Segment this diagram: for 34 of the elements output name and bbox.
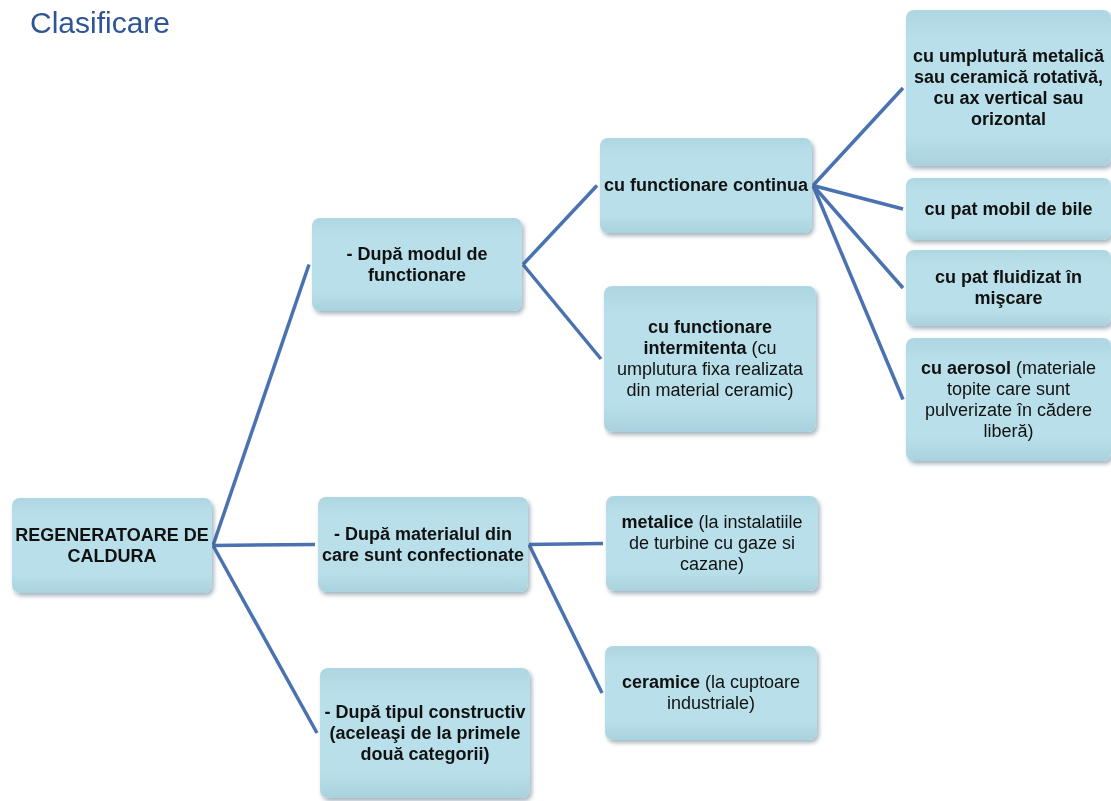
title: Clasificare bbox=[30, 6, 171, 40]
category-box bbox=[906, 10, 1111, 166]
node-text: - După materialul din care sunt confectionate bbox=[321, 523, 525, 566]
category-box bbox=[606, 496, 818, 591]
category-box bbox=[906, 178, 1111, 240]
category-box bbox=[605, 646, 817, 740]
connector-line bbox=[811, 86, 905, 187]
connector-line bbox=[211, 544, 319, 734]
node-text: - După modul de functionare bbox=[345, 243, 489, 286]
connector-line bbox=[521, 263, 603, 361]
node-text: ceramice (la cuptoare industriale) bbox=[620, 672, 802, 714]
connector-line bbox=[528, 541, 604, 547]
node-text: metalice (la instalatiile de turbine cu gaze si cazane) bbox=[620, 512, 804, 575]
node-text: cu functionare intermitenta (cu umplutura fixa realizata din material ceramic) bbox=[615, 317, 805, 401]
node-text: REGENERATOARE DE CALDURA bbox=[15, 524, 209, 567]
category-box bbox=[600, 138, 812, 233]
category-box bbox=[604, 286, 816, 432]
connector-line bbox=[211, 263, 311, 547]
node-text: - După tipul constructiv (aceleaşi de la primele două categorii) bbox=[323, 701, 527, 765]
connector-line bbox=[527, 543, 604, 694]
connector-line bbox=[521, 184, 599, 266]
category-box bbox=[906, 338, 1111, 461]
category-box bbox=[312, 218, 522, 311]
connector-line bbox=[213, 542, 315, 548]
category-box bbox=[318, 497, 528, 592]
node-text: cu umplutură metalică sau ceramică rotativă, cu ax vertical sau orizontal bbox=[911, 46, 1106, 130]
node-text: cu functionare continua bbox=[604, 175, 808, 196]
node-text: cu pat mobil de bile bbox=[924, 198, 1093, 220]
category-box bbox=[906, 250, 1111, 326]
category-box bbox=[12, 498, 212, 593]
node-text: cu pat fluidizat în mişcare bbox=[934, 267, 1083, 309]
connector-line bbox=[812, 183, 904, 211]
node-text: cu aerosol (materiale topite care sunt pulverizate în cădere liberă) bbox=[919, 357, 1098, 442]
category-box bbox=[320, 668, 530, 798]
